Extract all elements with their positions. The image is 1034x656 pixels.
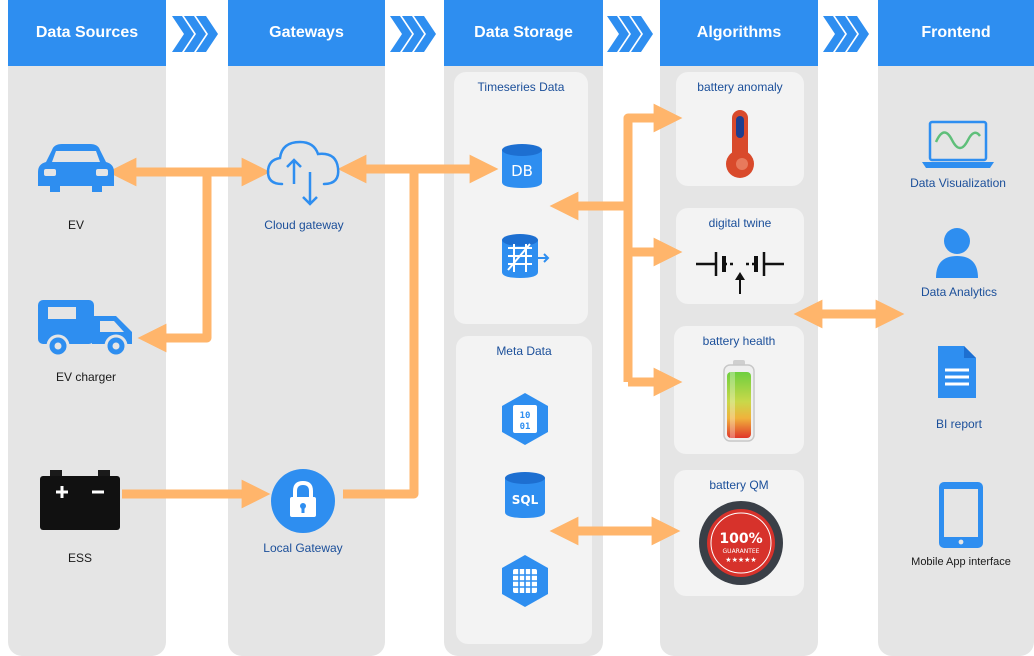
local-gateway-label: Local Gateway — [263, 541, 343, 555]
ess-label: ESS — [67, 551, 92, 565]
twin-title: digital twine — [708, 216, 772, 230]
header-frontend: Frontend — [878, 0, 1034, 66]
badge-main-text: 100% — [719, 531, 762, 547]
column-gateways — [228, 30, 385, 656]
badge-stars-text: ★★★★★ — [725, 556, 756, 564]
qm-title: battery QM — [709, 478, 769, 492]
chevrons-icon — [172, 16, 218, 52]
sql-database-icon: SQL — [505, 472, 545, 518]
data-analytics-label: Data Analytics — [920, 285, 998, 299]
mobile-app-label: Mobile App interface — [911, 556, 1011, 568]
arrow-trunk-charger — [137, 172, 212, 353]
sql-icon-text: SQL — [512, 493, 539, 507]
chevrons-icon — [390, 16, 436, 52]
header-gateways: Gateways — [228, 0, 385, 66]
binary-icon-top: 10 — [520, 411, 531, 421]
table-storage-icon — [502, 555, 548, 607]
arrow-local-storage — [343, 169, 419, 499]
binary-icon-bottom: 01 — [520, 422, 531, 432]
battery-level-icon — [723, 360, 755, 442]
document-icon — [938, 346, 976, 398]
db-icon-text: DB — [511, 162, 533, 180]
laptop-chart-icon — [922, 120, 994, 168]
circuit-symbol-icon — [696, 252, 784, 294]
header-data-storage: Data Storage — [444, 0, 603, 66]
database-transfer-icon — [502, 234, 550, 278]
anomaly-title: battery anomaly — [697, 80, 783, 94]
cloud-gateway-label: Cloud gateway — [264, 218, 344, 232]
chevrons-icon — [823, 16, 869, 52]
user-icon — [936, 228, 978, 278]
battery-icon — [40, 470, 120, 530]
header-data-sources: Data Sources — [8, 0, 166, 66]
bi-report-label: BI report — [935, 417, 983, 431]
health-title: battery health — [702, 334, 776, 348]
ev-charger-label: EV charger — [55, 370, 117, 384]
database-icon: DB — [502, 144, 542, 188]
tablet-icon — [939, 482, 983, 548]
chevrons-icon — [607, 16, 653, 52]
lock-icon — [271, 469, 335, 533]
arrow-algo-trunk — [623, 103, 683, 382]
car-icon — [38, 144, 114, 192]
column-frontend — [878, 30, 1034, 656]
metadata-title: Meta Data — [496, 344, 552, 358]
badge-sub-text: GUARANTEE — [723, 548, 760, 555]
thermometer-icon — [726, 110, 754, 178]
header-algorithms: Algorithms — [660, 0, 818, 66]
data-visualization-label: Data Visualization — [910, 176, 1006, 190]
guarantee-badge-icon: 100% GUARANTEE ★★★★★ — [699, 501, 783, 585]
cloud-upload-icon — [266, 140, 340, 206]
binary-data-icon: 10 01 — [502, 393, 548, 445]
camper-van-icon — [38, 300, 132, 358]
ev-label: EV — [67, 218, 84, 232]
timeseries-title: Timeseries Data — [477, 80, 565, 94]
